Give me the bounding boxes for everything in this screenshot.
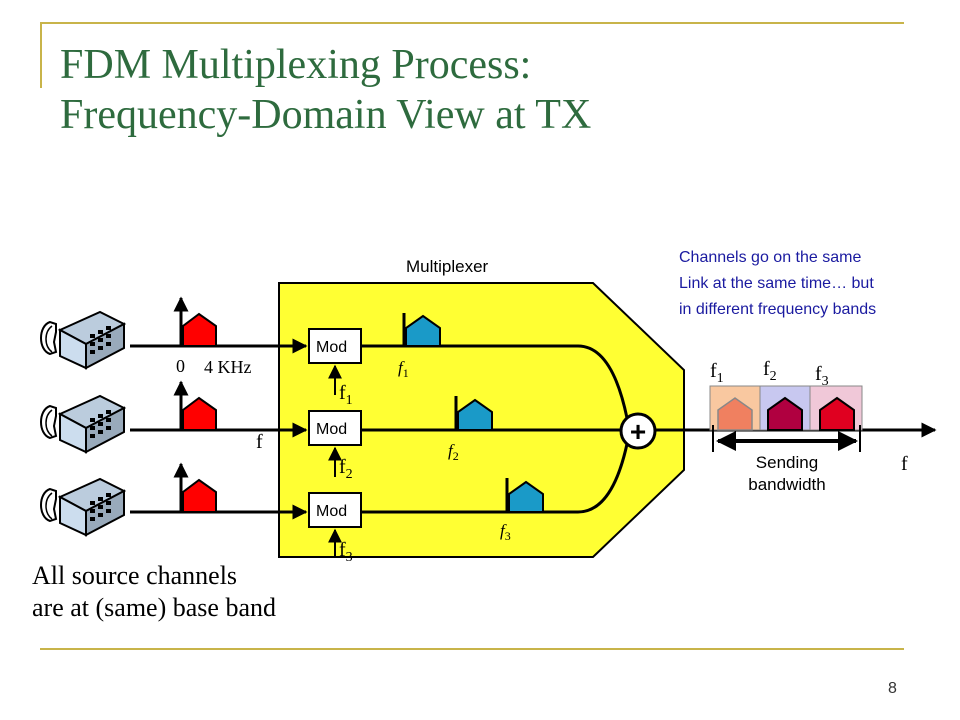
output-signal-3 bbox=[819, 396, 855, 431]
telephone-icon bbox=[40, 395, 125, 453]
title-line-2: Frequency-Domain View at TX bbox=[60, 92, 592, 138]
modulator-1: Mod bbox=[308, 328, 362, 364]
modulated-spectrum-2 bbox=[454, 396, 493, 431]
baseband-spectrum-1 bbox=[173, 296, 217, 347]
slide-title: FDM Multiplexing Process: Frequency-Doma… bbox=[60, 40, 591, 140]
band-label-1: f1 bbox=[710, 360, 724, 386]
note-line-3: in different frequency bands bbox=[679, 301, 877, 318]
caption-line-2: are at (same) base band bbox=[32, 593, 276, 622]
output-signal-1 bbox=[717, 397, 753, 431]
output-signal-2 bbox=[767, 396, 803, 431]
spectrum-label-1: f1 bbox=[398, 358, 409, 380]
modulator-label: Mod bbox=[316, 503, 347, 520]
page-number: 8 bbox=[888, 680, 897, 697]
baseband-zero-label: 0 bbox=[176, 356, 185, 376]
modulator-2: Mod bbox=[308, 410, 362, 446]
adder-symbol: + bbox=[619, 412, 657, 450]
bottom-rule bbox=[40, 648, 904, 650]
band-label-2: f2 bbox=[763, 358, 777, 384]
telephone-icon bbox=[40, 311, 125, 369]
note-line-1: Channels go on the same bbox=[679, 249, 862, 266]
bandwidth-label-1: Sending bbox=[756, 453, 818, 472]
carrier-label-2: f2 bbox=[339, 456, 353, 482]
left-rule bbox=[40, 22, 42, 88]
title-line-1: FDM Multiplexing Process: bbox=[60, 42, 532, 88]
input-frequency-axis-label: f bbox=[256, 431, 263, 453]
modulated-spectrum-1 bbox=[402, 313, 441, 347]
spectrum-label-2: f2 bbox=[448, 441, 459, 463]
output-frequency-axis-label: f bbox=[901, 453, 908, 475]
top-rule bbox=[40, 22, 904, 24]
channels-note: Channels go on the same Link at the same… bbox=[679, 245, 876, 323]
baseband-caption: All source channels are at (same) base b… bbox=[32, 560, 276, 624]
modulated-spectrum-3 bbox=[505, 478, 544, 513]
multiplexer-label: Multiplexer bbox=[406, 257, 489, 276]
bandwidth-label-2: bandwidth bbox=[748, 475, 826, 494]
spectrum-label-3: f3 bbox=[500, 521, 511, 543]
modulator-3: Mod bbox=[308, 492, 362, 528]
baseband-spectrum-3 bbox=[173, 462, 217, 513]
carrier-label-1: f1 bbox=[339, 382, 353, 408]
note-line-2: Link at the same time… but bbox=[679, 275, 874, 292]
band-label-3: f3 bbox=[815, 363, 829, 389]
baseband-max-label: 4 KHz bbox=[204, 357, 252, 377]
modulator-label: Mod bbox=[316, 339, 347, 356]
caption-line-1: All source channels bbox=[32, 561, 238, 590]
baseband-spectrum-2 bbox=[173, 380, 217, 431]
telephone-icon bbox=[40, 478, 125, 536]
modulator-label: Mod bbox=[316, 421, 347, 438]
svg-text:+: + bbox=[630, 416, 646, 447]
carrier-label-3: f3 bbox=[339, 539, 353, 565]
